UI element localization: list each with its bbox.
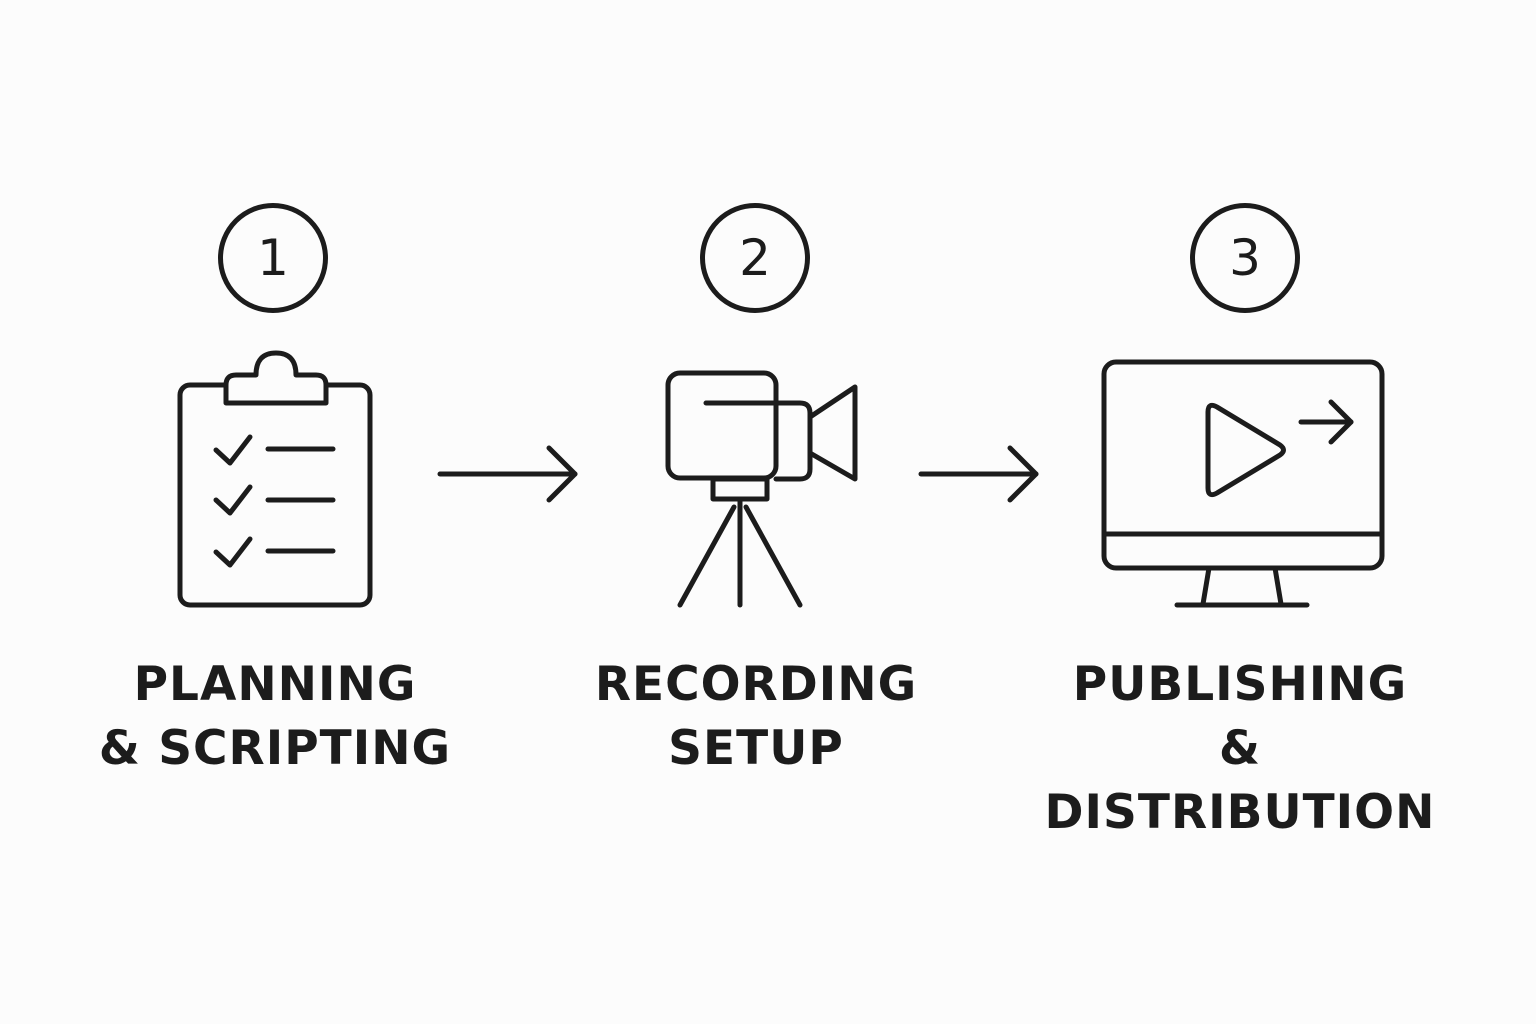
step-3-label-line2: & DISTRIBUTION [1044,721,1436,840]
step-1-label: PLANNING & SCRIPTING [65,653,485,781]
arrow-right-icon [916,445,1046,505]
arrow-right-icon [435,445,585,505]
step-3-number: 3 [1229,229,1261,287]
step-1-label-line1: PLANNING [133,657,417,712]
step-2-number-badge: 2 [700,203,810,313]
step-2-label: RECORDING SETUP [546,653,966,781]
monitor-play-icon [1095,352,1395,617]
step-1-number-badge: 1 [218,203,328,313]
step-2-number: 2 [739,229,771,287]
step-3-number-badge: 3 [1190,203,1300,313]
step-1-label-line2: & SCRIPTING [98,721,452,776]
step-2-label-line1: RECORDING [594,657,918,712]
step-2-label-line2: SETUP [668,721,844,776]
step-3-label: PUBLISHING & DISTRIBUTION [1030,653,1450,845]
step-3-label-line1: PUBLISHING [1072,657,1408,712]
video-camera-tripod-icon [660,365,865,615]
step-1-number: 1 [257,229,289,287]
clipboard-checklist-icon [170,345,385,615]
